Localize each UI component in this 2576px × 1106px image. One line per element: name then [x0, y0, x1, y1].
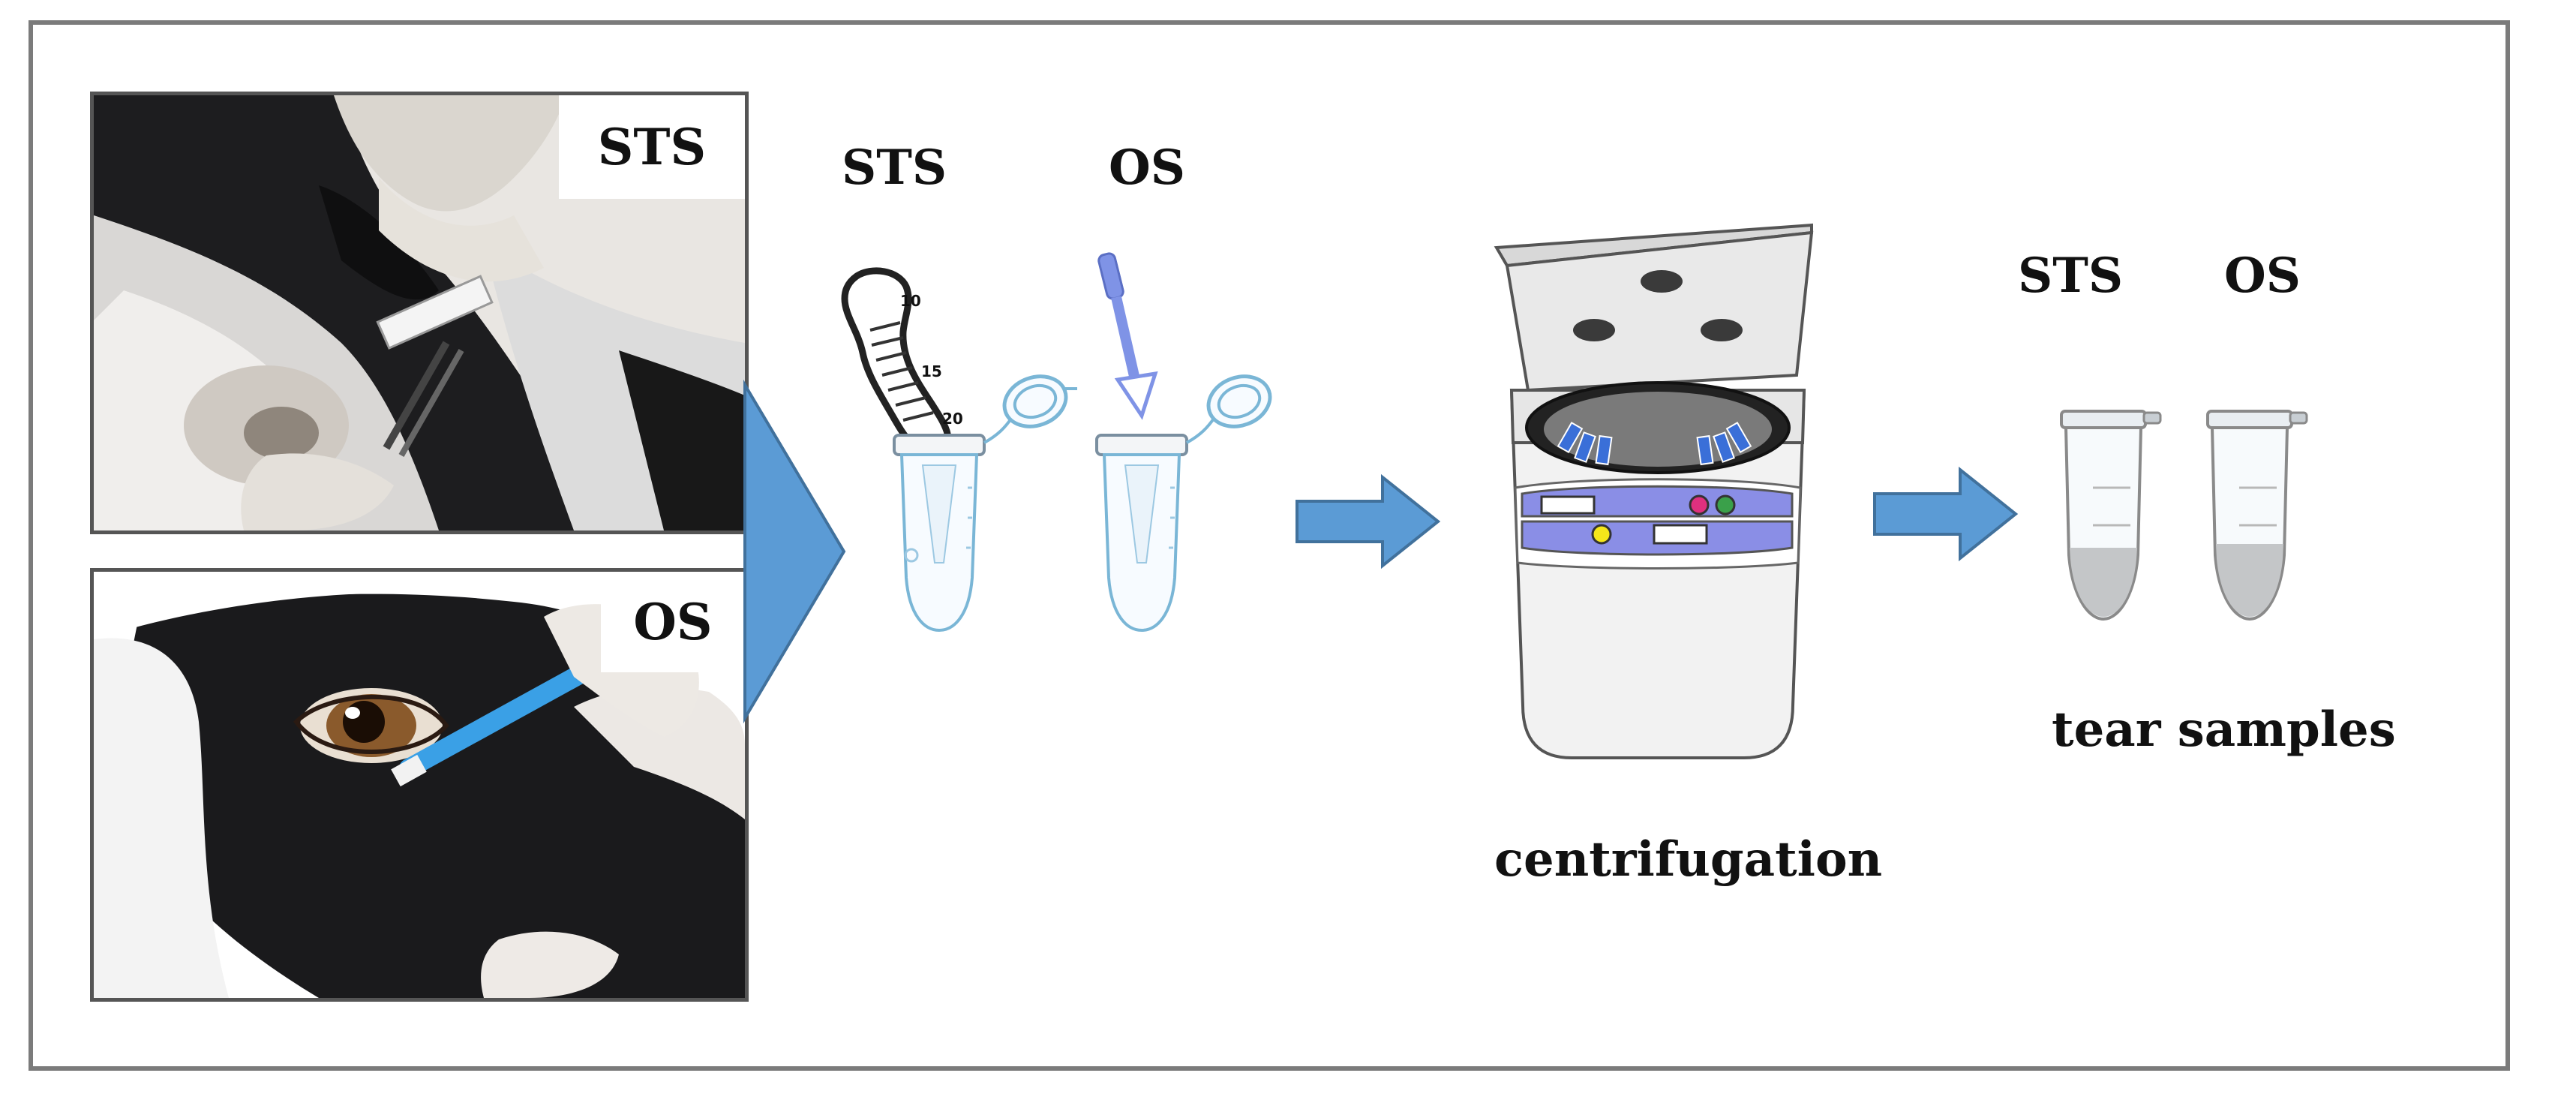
centrifuge-lid	[1494, 223, 1814, 392]
tear-samples-caption: tear samples	[2052, 702, 2396, 758]
sts-photo: STS	[90, 92, 749, 534]
sts-tube	[893, 374, 1077, 633]
centrifugation-caption: centrifugation	[1494, 831, 1883, 888]
sample-label-os: OS	[2224, 248, 2301, 304]
rotor-tube-set-left	[1557, 422, 1613, 466]
sponge-down-arrow	[1097, 252, 1158, 420]
sample-label-sts: STS	[2018, 248, 2124, 304]
sts-tube-with-strip: 10 15 20	[841, 267, 1077, 633]
rotor-tube-set-right	[1696, 422, 1752, 466]
big-right-arrow	[743, 379, 846, 724]
control-panel	[1514, 478, 1802, 570]
right-arrow-to-centrifuge	[1296, 473, 1441, 570]
tube-label-os: OS	[1109, 140, 1185, 196]
tube-label-sts: STS	[842, 140, 947, 196]
sts-photo-image	[94, 95, 745, 530]
strip-mark-10: 10	[900, 292, 921, 310]
strip-mark-20: 20	[942, 410, 963, 428]
right-arrow-to-samples	[1873, 466, 2019, 562]
rotor	[1525, 381, 1791, 474]
centrifuge-illustration	[1494, 223, 1814, 759]
schirmer-strip	[841, 267, 952, 454]
os-photo-tag: OS	[601, 572, 745, 672]
os-photo: OS	[90, 568, 749, 1002]
os-sample-tube	[2206, 410, 2308, 621]
sts-photo-tag: STS	[559, 95, 745, 199]
os-tube	[1095, 374, 1272, 633]
strip-mark-15: 15	[921, 362, 942, 380]
sts-sample-tube	[2060, 410, 2162, 621]
os-tube-with-sponge	[1095, 252, 1272, 633]
